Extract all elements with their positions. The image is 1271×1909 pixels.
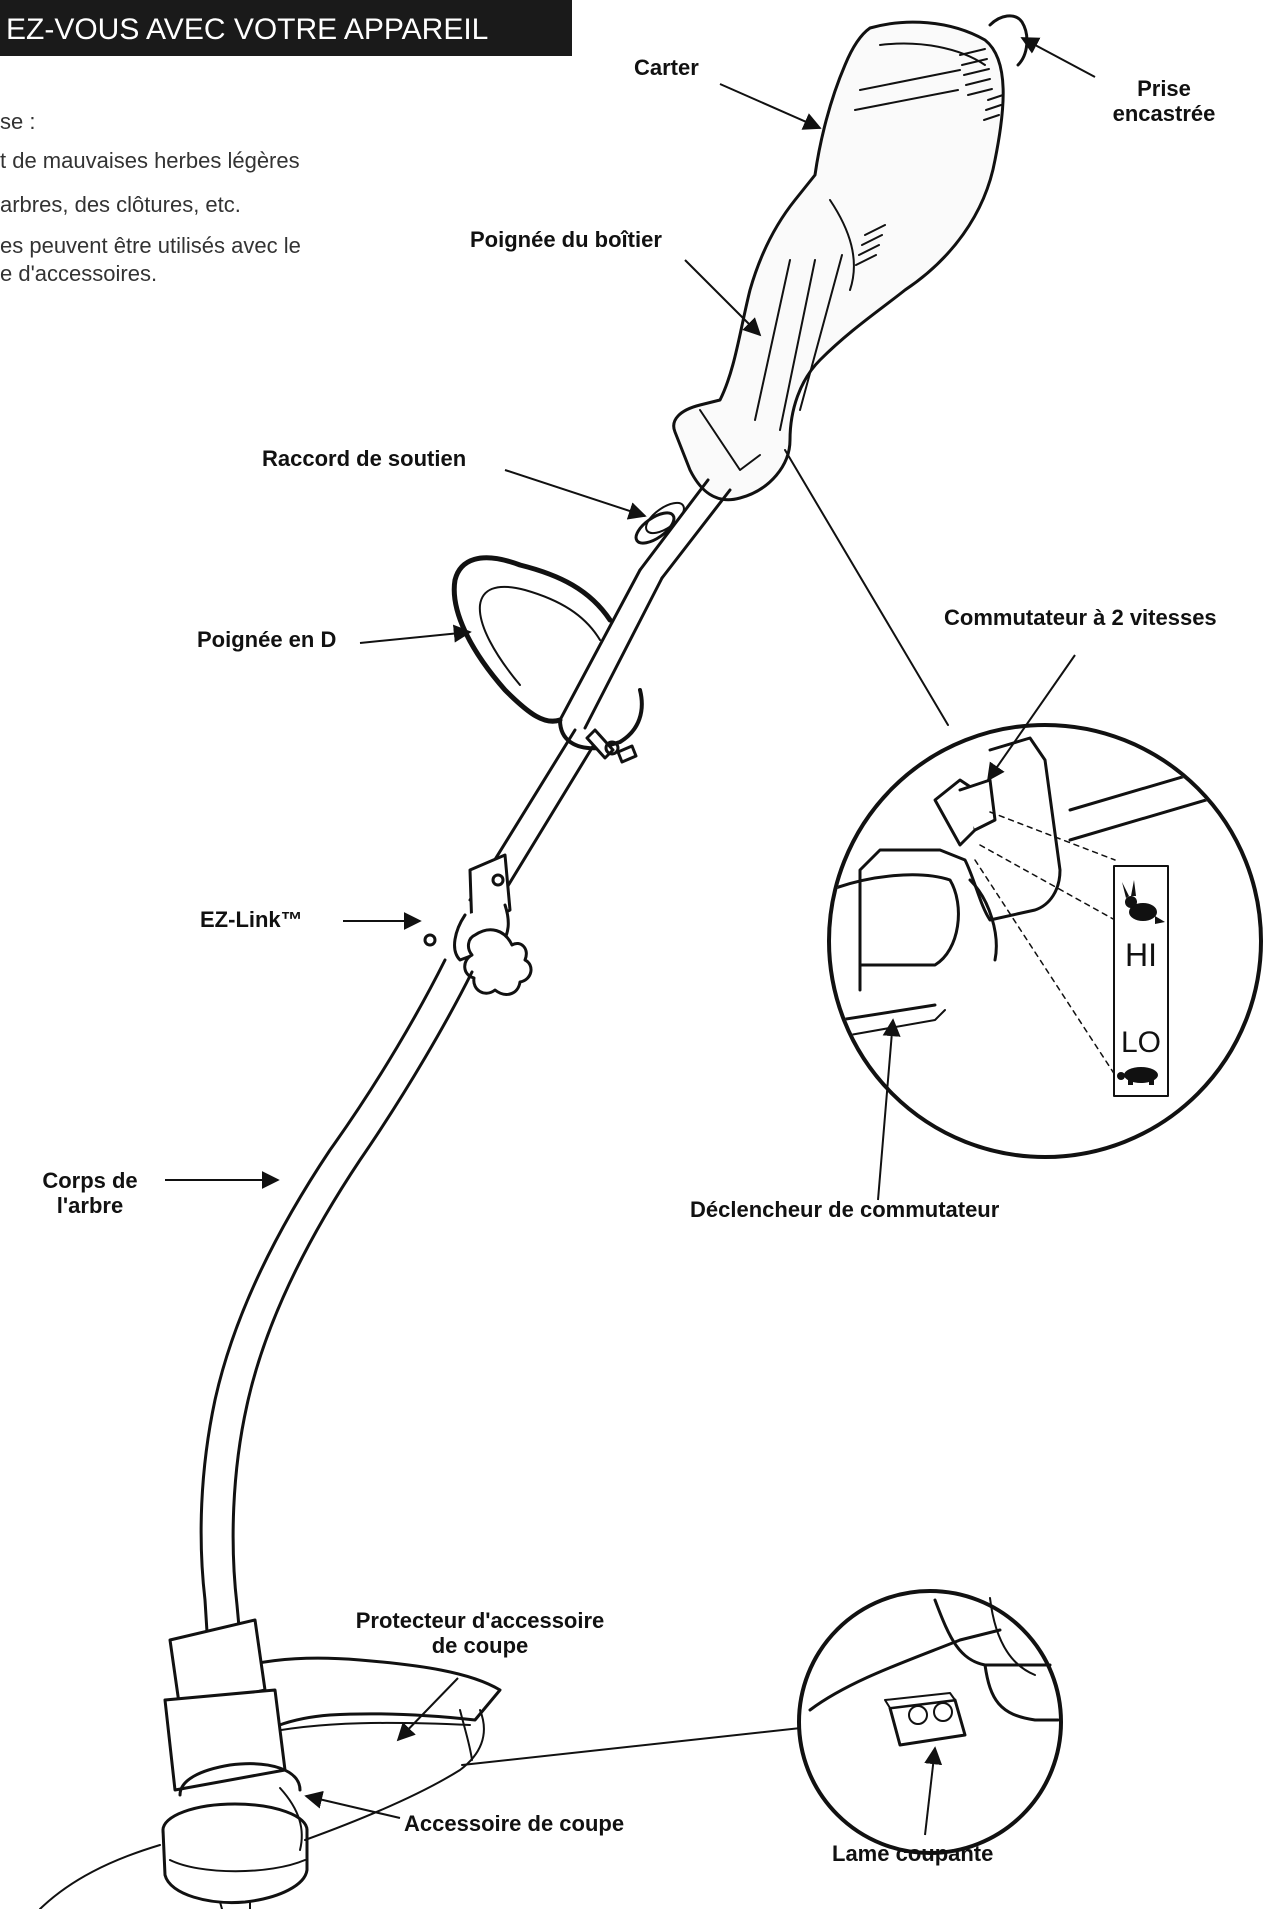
arrow-commutateur	[986, 654, 1076, 782]
label-commutateur: Commutateur à 2 vitesses	[944, 605, 1217, 630]
label-poignee-d: Poignée en D	[197, 627, 337, 652]
section-header: EZ-VOUS AVEC VOTRE APPAREIL	[0, 0, 572, 56]
label-corps: Corps de l'arbre	[25, 1168, 155, 1218]
arrow-raccord	[504, 469, 647, 520]
label-accessoire: Accessoire de coupe	[404, 1811, 625, 1836]
arrow-accessoire	[304, 1790, 401, 1819]
arrow-poignee-boitier	[684, 259, 762, 337]
intro-line-4: es peuvent être utilisés avec le	[0, 233, 301, 258]
speed-hi-label: HI	[1125, 937, 1157, 973]
label-protecteur: Protecteur d'accessoire de coupe	[330, 1608, 630, 1658]
arrow-lame	[924, 1746, 943, 1836]
label-prise-line1: Prise	[1137, 76, 1191, 101]
arrow-declencheur	[877, 1018, 901, 1201]
label-corps-line1: Corps de	[42, 1168, 138, 1193]
arrow-carter	[719, 83, 822, 130]
label-prise: Prise encastrée	[1094, 76, 1234, 126]
label-ezlink: EZ-Link™	[200, 907, 303, 932]
motor-housing-shape	[672, 14, 1029, 502]
speed-lo-label: LO	[1121, 1026, 1161, 1059]
intro-line-5: e d'accessoires.	[0, 261, 158, 286]
label-lame: Lame coupante	[832, 1841, 994, 1866]
label-prise-line2: encastrée	[1112, 101, 1216, 126]
arrow-protecteur	[396, 1677, 459, 1742]
label-raccord: Raccord de soutien	[262, 446, 467, 471]
intro-line-2: t de mauvaises herbes légères	[0, 148, 300, 173]
label-corps-line2: l'arbre	[56, 1193, 124, 1218]
rabbit-icon	[1122, 880, 1165, 924]
vent-grille	[855, 48, 1004, 266]
label-carter: Carter	[634, 55, 699, 80]
label-protecteur-line1: Protecteur d'accessoire	[355, 1608, 605, 1633]
arrow-poignee-d	[359, 624, 472, 644]
turtle-icon	[1117, 1067, 1158, 1085]
intro-line-3: arbres, des clôtures, etc.	[0, 192, 241, 217]
label-declencheur: Déclencheur de commutateur	[690, 1197, 1000, 1222]
label-protecteur-line2: de coupe	[431, 1633, 529, 1658]
intro-line-1: se :	[0, 109, 36, 134]
label-poignee-boitier: Poignée du boîtier	[470, 227, 662, 252]
arrow-prise	[1020, 37, 1096, 78]
